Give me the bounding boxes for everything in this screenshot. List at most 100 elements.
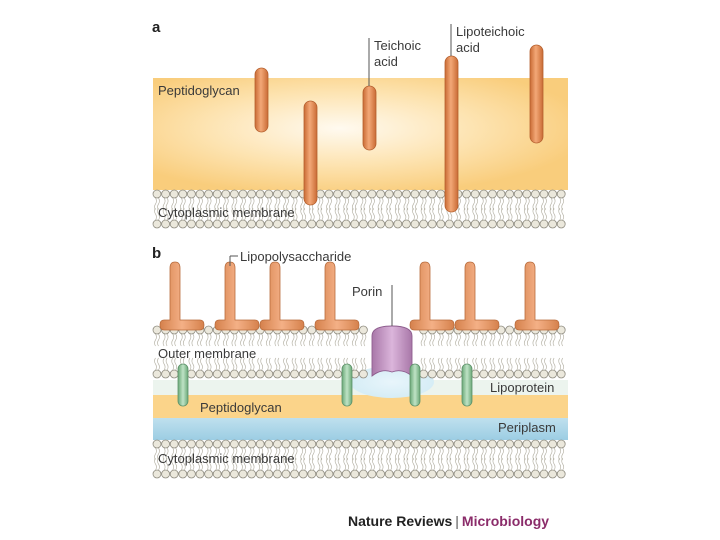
lipid-head: [496, 439, 506, 449]
panel-a-letter: a: [152, 19, 161, 36]
lipid-head: [264, 439, 274, 449]
lipid-head: [531, 369, 540, 379]
lipid-head: [556, 439, 566, 449]
lipid-head: [238, 189, 248, 199]
lipid-head: [367, 219, 377, 229]
lipoprotein-group: [177, 363, 473, 407]
lipid-head: [298, 369, 308, 379]
lipid-head: [539, 219, 549, 229]
lipid-head: [281, 369, 291, 379]
lipid-head: [195, 369, 205, 379]
teichoic-acid-rod: [529, 44, 544, 144]
lipid-head: [247, 369, 257, 379]
lipid-head: [479, 469, 489, 479]
lipopolysaccharide-molecule: [259, 261, 305, 331]
lipid-head: [453, 219, 463, 229]
lipid-head: [229, 189, 239, 199]
lipid-head: [152, 439, 162, 449]
lipid-head: [315, 439, 325, 449]
lipid-head: [152, 369, 162, 379]
lipid-head: [539, 189, 549, 199]
lipid-head: [247, 219, 257, 229]
lipid-head: [470, 219, 480, 229]
lipid-head: [186, 469, 196, 479]
lipid-head: [221, 189, 231, 199]
lipid-head: [462, 189, 472, 199]
lipid-head: [419, 439, 429, 449]
lipid-head: [496, 189, 506, 199]
lipid-head: [419, 189, 429, 199]
lipid-head: [393, 189, 403, 199]
lipid-head: [350, 219, 360, 229]
lipid-head: [376, 219, 386, 229]
lipid-head: [255, 469, 265, 479]
lipid-head: [290, 439, 300, 449]
lipid-head: [290, 219, 300, 229]
lipid-head: [479, 439, 489, 449]
teichoic-acid-label-2: acid: [374, 54, 398, 69]
lipid-head: [444, 369, 454, 379]
lipid-head: [255, 219, 265, 229]
cytoplasmic-membrane-label-b: Cytoplasmic membrane: [158, 451, 295, 466]
lipoteichoic-acid-rod: [303, 100, 318, 206]
lipid-head: [427, 369, 437, 379]
lipid-head: [255, 189, 265, 199]
lipid-head: [358, 325, 368, 335]
lipid-head: [307, 219, 317, 229]
lipid-head: [264, 469, 274, 479]
lipid-head: [470, 369, 480, 379]
lipid-head: [264, 369, 274, 379]
lipid-head: [453, 369, 463, 379]
lipid-head: [247, 439, 257, 449]
lipid-head: [384, 189, 394, 199]
teichoic-acid-rod: [362, 85, 377, 151]
lipid-head: [186, 369, 196, 379]
lipid-head: [238, 369, 248, 379]
lipid-head: [376, 189, 386, 199]
lipid-head: [462, 439, 472, 449]
lipid-head: [539, 369, 549, 379]
peptidoglycan-layer-a: [153, 78, 568, 190]
lipid-head: [444, 439, 454, 449]
lipid-head: [324, 189, 334, 199]
lipid-head: [204, 189, 214, 199]
lipid-head: [505, 325, 515, 335]
porin-protein: [371, 325, 413, 377]
lipid-head: [195, 189, 205, 199]
lipid-head: [281, 189, 291, 199]
lipid-head: [419, 469, 429, 479]
lipid-head: [264, 189, 274, 199]
lipid-head: [161, 219, 171, 229]
lipid-head: [401, 469, 411, 479]
lipid-head: [367, 189, 377, 199]
lipoprotein-molecule: [461, 363, 473, 407]
lipid-head: [255, 439, 265, 449]
lipid-head: [315, 219, 325, 229]
lipid-head: [393, 439, 403, 449]
journal-section: Microbiology: [461, 513, 550, 529]
periplasm-label: Periplasm: [498, 420, 556, 435]
lipid-head: [522, 219, 532, 229]
lipid-head: [195, 469, 205, 479]
lipid-head: [178, 219, 188, 229]
lipid-head: [556, 189, 566, 199]
lipid-head: [522, 469, 532, 479]
lipid-head: [298, 219, 308, 229]
lipid-head: [186, 189, 196, 199]
peptidoglycan-label-b: Peptidoglycan: [200, 400, 282, 415]
cytoplasmic-membrane-label-a: Cytoplasmic membrane: [158, 205, 295, 220]
journal-credit: Nature Reviews|Microbiology: [348, 513, 549, 529]
lipopolysaccharide-molecule: [214, 261, 260, 331]
lipid-head: [298, 469, 308, 479]
lipid-head: [376, 439, 386, 449]
lipid-head: [212, 469, 222, 479]
lipid-head: [341, 469, 351, 479]
lipid-head: [427, 469, 437, 479]
lipid-head: [221, 469, 231, 479]
lipid-head: [178, 189, 188, 199]
lipid-head: [531, 469, 540, 479]
lipid-head: [487, 219, 497, 229]
lipid-head: [281, 219, 291, 229]
lipoprotein-label: Lipoprotein: [490, 380, 554, 395]
lipid-head: [281, 469, 291, 479]
